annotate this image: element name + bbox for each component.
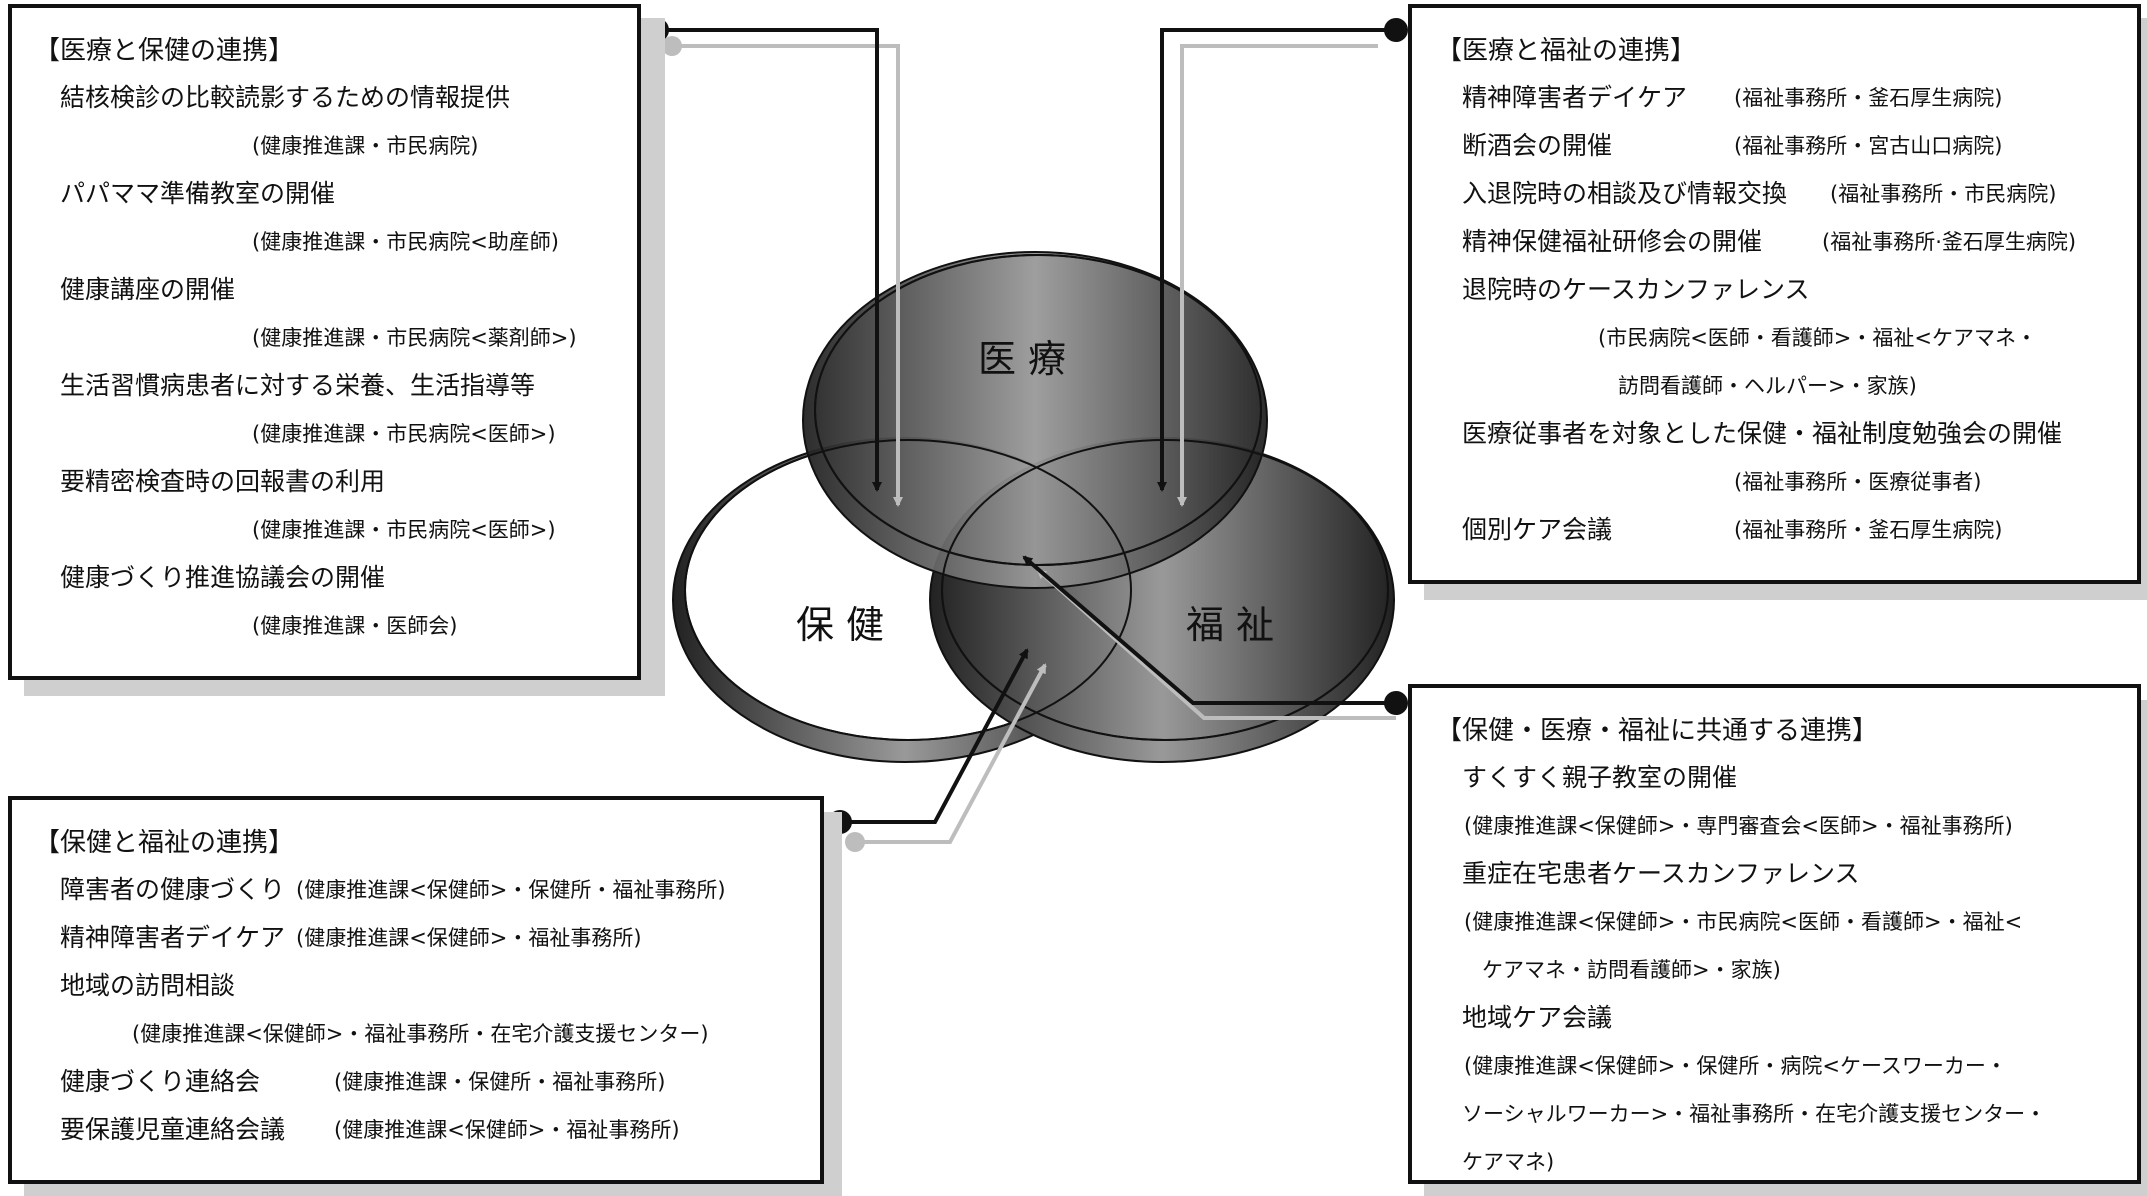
list-note: (健康推進課・市民病院<助産師) (252, 230, 559, 254)
list-item: 要精密検査時の回報書の利用 (60, 467, 386, 496)
list-item: 生活習慣病患者に対する栄養、生活指導等 (60, 371, 536, 400)
list-note: (健康推進課<保健師>・福祉事務所) (334, 1118, 680, 1142)
box-medical-welfare: 【医療と福祉の連携】 精神障害者デイケア (福祉事務所・釜石厚生病院) 断酒会の… (1408, 4, 2141, 584)
box-title: 【保健・医療・福祉に共通する連携】 (1436, 716, 1879, 746)
label-welfare: 福 祉 (1186, 603, 1274, 647)
list-item: 健康づくり連絡会 (60, 1067, 261, 1096)
list-item: 精神障害者デイケア (1462, 83, 1688, 112)
list-item: パパママ準備教室の開催 (60, 179, 336, 208)
list-note: (健康推進課<保健師>・市民病院<医師・看護師>・福祉< (1464, 910, 2023, 934)
list-item: 地域の訪問相談 (60, 971, 236, 1000)
list-item: 健康づくり推進協議会の開催 (60, 563, 386, 592)
list-item: 地域ケア会議 (1462, 1003, 1613, 1032)
list-note: (福祉事務所・宮古山口病院) (1734, 134, 2003, 158)
connector-common (1022, 555, 1408, 720)
list-note: (福祉事務所·釜石厚生病院) (1822, 230, 2077, 254)
box-common: 【保健・医療・福祉に共通する連携】 すくすく親子教室の開催 (健康推進課<保健師… (1408, 684, 2141, 1184)
list-note: (福祉事務所・釜石厚生病院) (1734, 518, 2003, 542)
list-note: ケアマネ) (1462, 1150, 1555, 1174)
list-note: (健康推進課<保健師>・専門審査会<医師>・福祉事務所) (1464, 814, 2013, 838)
box-title: 【医療と福祉の連携】 (1436, 36, 1697, 66)
list-item: 断酒会の開催 (1462, 131, 1613, 160)
box-medical-health: 【医療と保健の連携】 結核検診の比較読影するための情報提供 (健康推進課・市民病… (8, 4, 641, 680)
list-note: (市民病院<医師・看護師>・福祉<ケアマネ・ (1598, 326, 2037, 350)
box-health-welfare: 【保健と福祉の連携】 障害者の健康づくり (健康推進課<保健師>・保健所・福祉事… (8, 796, 824, 1184)
list-item: 退院時のケースカンファレンス (1462, 275, 1810, 304)
list-note: (福祉事務所・市民病院) (1830, 182, 2057, 206)
list-note: ケアマネ・訪問看護師>・家族) (1482, 958, 1781, 982)
box-title: 【保健と福祉の連携】 (34, 828, 295, 858)
list-item: 入退院時の相談及び情報交換 (1462, 179, 1788, 208)
list-item: 要保護児童連絡会議 (60, 1115, 286, 1144)
list-note: (健康推進課<保健師>・保健所・福祉事務所) (296, 878, 726, 902)
label-health: 保 健 (796, 603, 884, 647)
list-item: 精神保健福祉研修会の開催 (1462, 227, 1763, 256)
list-item: 障害者の健康づくり (60, 875, 286, 904)
list-item: 個別ケア会議 (1462, 515, 1613, 544)
list-note: (健康推進課<保健師>・福祉事務所・在宅介護支援センター) (132, 1022, 709, 1046)
list-item: 精神障害者デイケア (60, 923, 286, 952)
list-note: (健康推進課・市民病院<医師>) (252, 422, 556, 446)
list-note: (福祉事務所・医療従事者) (1734, 470, 1982, 494)
list-item: 医療従事者を対象とした保健・福祉制度勉強会の開催 (1462, 419, 2063, 448)
list-note: (健康推進課・市民病院<薬剤師>) (252, 326, 577, 350)
list-item: 結核検診の比較読影するための情報提供 (60, 83, 511, 112)
list-note: (福祉事務所・釜石厚生病院) (1734, 86, 2003, 110)
box-title: 【医療と保健の連携】 (34, 36, 295, 66)
list-note: ソーシャルワーカー>・福祉事務所・在宅介護支援センター・ (1462, 1102, 2047, 1126)
list-note: (健康推進課・医師会) (252, 614, 458, 638)
list-note: (健康推進課・市民病院<医師>) (252, 518, 556, 542)
list-note: (健康推進課<保健師>・保健所・病院<ケースワーカー・ (1464, 1054, 2007, 1078)
label-medical: 医 療 (978, 337, 1066, 381)
list-note: (健康推進課・保健所・福祉事務所) (334, 1070, 666, 1094)
list-note: (健康推進課・市民病院) (252, 134, 479, 158)
list-note: (健康推進課<保健師>・福祉事務所) (296, 926, 642, 950)
list-note: 訪問看護師・ヘルパー>・家族) (1618, 374, 1917, 398)
list-item: 健康講座の開催 (60, 275, 236, 304)
list-item: 重症在宅患者ケースカンファレンス (1462, 859, 1860, 888)
connector-medical-welfare (1157, 18, 1408, 507)
list-item: すくすく親子教室の開催 (1462, 763, 1738, 792)
